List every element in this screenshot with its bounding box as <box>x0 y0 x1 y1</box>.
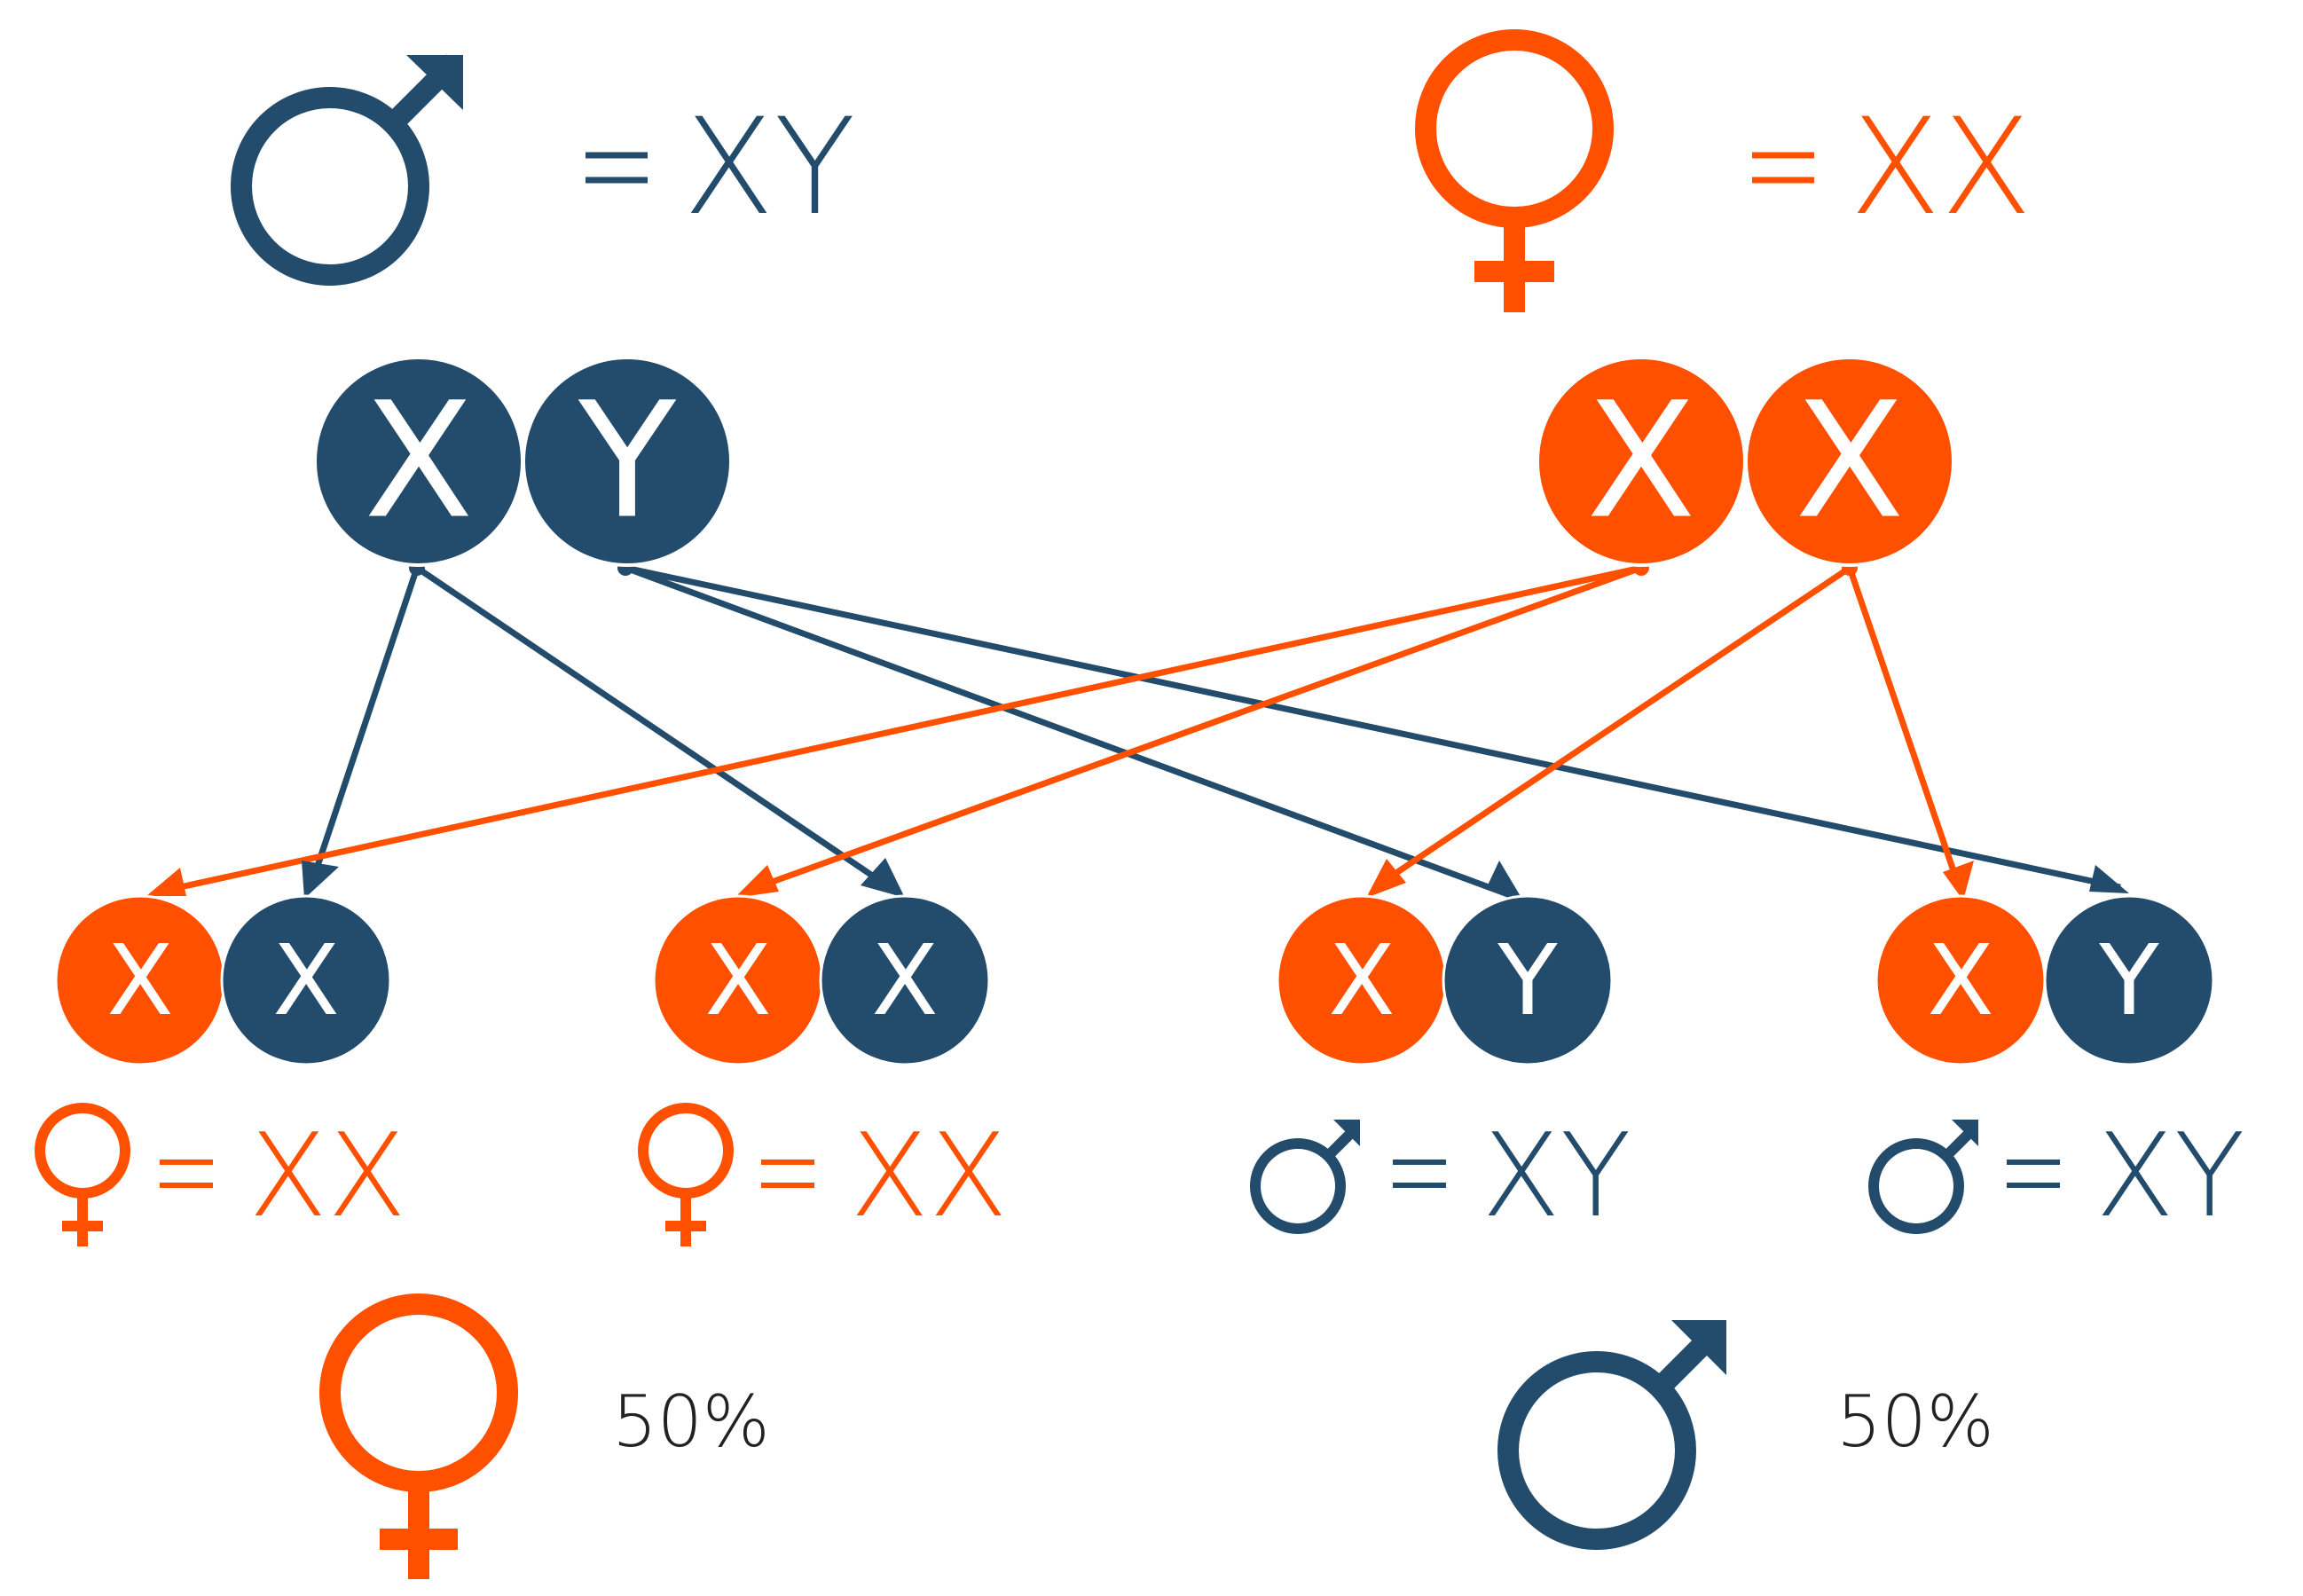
arrow-mother-x2-to-child-4 <box>1846 566 1964 893</box>
equals-sign-icon <box>586 152 648 184</box>
arrowhead <box>1943 861 1974 900</box>
arrow-father-y-to-child-3 <box>624 564 1514 900</box>
arrowhead <box>861 858 905 898</box>
arrowhead <box>1486 861 1521 898</box>
chromosome-label: Y <box>578 369 677 554</box>
offspring-1-chromosomes: X X <box>54 894 392 1066</box>
chromosome-label: X <box>106 924 173 1037</box>
female-symbol-icon <box>35 1103 130 1246</box>
chromosome-label: X <box>1795 369 1904 554</box>
chromosome-label: X <box>1328 924 1395 1037</box>
summary-female-percent: 50% <box>612 1380 770 1463</box>
chromosome-circle <box>1744 356 1955 567</box>
arrow-mother-x2-to-child-3 <box>1373 565 1851 890</box>
arrowhead <box>146 868 186 896</box>
chromosome-label: X <box>871 924 938 1037</box>
male-symbol-icon <box>1868 1120 1978 1234</box>
summary-male: 50% <box>1497 1320 1994 1550</box>
arrowhead <box>302 861 339 899</box>
chromosome-label: X <box>272 924 339 1037</box>
arrowhead <box>2089 865 2129 893</box>
male-symbol-icon <box>231 54 463 286</box>
arrowhead <box>735 865 779 898</box>
equals-sign-icon <box>1752 152 1814 184</box>
legend-female-chromosomes: XX <box>1850 90 2032 245</box>
chromosome-circle <box>220 894 392 1066</box>
male-symbol-icon <box>1497 1320 1726 1550</box>
male-symbol-icon <box>1250 1120 1360 1234</box>
chromosome-label: X <box>1586 369 1695 554</box>
offspring-2-label: XX <box>638 1103 1008 1246</box>
chromosome-label: Y <box>2098 924 2159 1037</box>
mother-chromosomes: X X <box>1536 356 1955 567</box>
chromosome-circle <box>522 356 733 567</box>
offspring-1-label: XX <box>35 1103 406 1246</box>
chromosome-label: X <box>364 369 473 554</box>
arrow-father-x-to-child-1 <box>307 566 421 889</box>
female-symbol-icon <box>638 1103 734 1246</box>
equals-sign-icon <box>160 1160 213 1188</box>
chromosome-label: X <box>704 924 771 1037</box>
offspring-2-chromosomes: X X <box>652 894 991 1066</box>
equals-sign-icon <box>761 1160 814 1188</box>
equals-sign-icon <box>1393 1160 1446 1188</box>
offspring-genotype-label: XX <box>850 1108 1008 1243</box>
offspring-4-label: XY <box>1868 1108 2244 1243</box>
chromosome-circle <box>1442 894 1614 1066</box>
arrow-mother-x1-to-child-2 <box>743 564 1643 895</box>
legend-female: XX <box>1415 29 2032 312</box>
offspring-3-chromosomes: X Y <box>1276 894 1614 1066</box>
legend-male: XY <box>231 54 855 286</box>
offspring-genotype-label: XY <box>1482 1108 1631 1243</box>
chromosome-circle <box>819 894 991 1066</box>
summary-male-percent: 50% <box>1836 1380 1994 1463</box>
arrow-mother-x1-to-child-1 <box>159 564 1642 895</box>
offspring-genotype-label: XX <box>248 1108 406 1243</box>
offspring-4-chromosomes: X Y <box>1875 894 2215 1066</box>
offspring-genotype-label: XY <box>2095 1108 2244 1243</box>
arrow-father-y-to-child-4 <box>625 564 2121 891</box>
equals-sign-icon <box>2007 1160 2060 1188</box>
female-symbol-icon <box>319 1293 518 1579</box>
arrowhead <box>1366 859 1406 898</box>
inheritance-arrows <box>146 560 2129 900</box>
arrow-father-x-to-child-2 <box>415 565 898 894</box>
female-symbol-icon <box>1415 29 1614 312</box>
summary-female: 50% <box>319 1293 770 1579</box>
chromosome-label: X <box>1927 924 1993 1037</box>
chromosome-label: Y <box>1497 924 1558 1037</box>
father-chromosomes: X Y <box>313 356 733 567</box>
legend-male-chromosomes: XY <box>683 90 855 245</box>
chromosome-circle <box>2043 894 2215 1066</box>
offspring-3-label: XY <box>1250 1108 1631 1243</box>
